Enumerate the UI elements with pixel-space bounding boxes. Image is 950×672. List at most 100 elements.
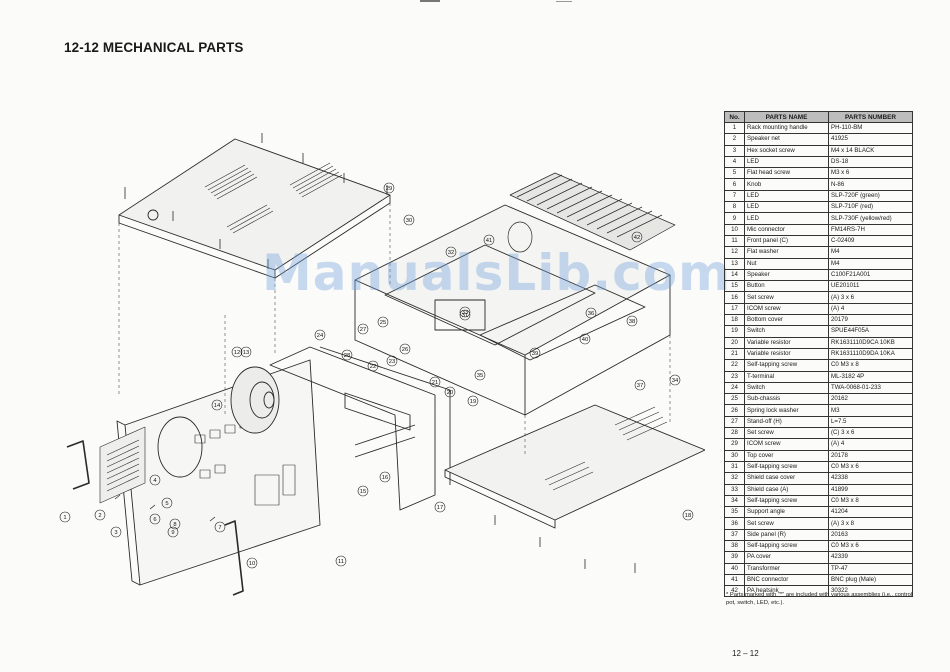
- part-name-cell: LED: [744, 201, 829, 214]
- callout-label: 21: [432, 380, 438, 386]
- part-number-cell: 19: [724, 325, 745, 338]
- column-header: PARTS NAME: [744, 111, 829, 123]
- callout-label: 41: [486, 238, 492, 244]
- part-number-cell: 23: [724, 370, 745, 383]
- part-number-cell: 13: [724, 257, 745, 270]
- part-number-cell: 31: [724, 460, 745, 474]
- callout-label: 28: [344, 353, 350, 359]
- callout-label: 4: [153, 478, 157, 484]
- part-name-cell: Speaker net: [744, 133, 829, 146]
- part-number-cell: 22: [724, 359, 745, 372]
- part-name-cell: ICOM screw: [744, 438, 829, 451]
- watermark: ManualsLib.com: [262, 244, 732, 302]
- callout-label: 39: [532, 351, 538, 357]
- part-code-cell: 20179: [828, 314, 913, 327]
- part-number-cell: 6: [724, 178, 745, 191]
- part-code-cell: BNC plug (Male): [828, 573, 913, 587]
- part-code-cell: 41899: [828, 483, 913, 496]
- callout-label: 42: [634, 235, 640, 241]
- part-code-cell: C100F21A001: [828, 268, 913, 282]
- part-name-cell: Nut: [744, 257, 829, 270]
- rack-handle-upper: [66, 440, 90, 490]
- part-name-cell: Set screw: [744, 427, 829, 440]
- part-name-cell: Shield case cover: [744, 472, 829, 485]
- part-code-cell: (A) 3 x 8: [828, 517, 913, 530]
- callout-label: 11: [338, 559, 344, 565]
- callout-label: 27: [360, 327, 366, 333]
- callout-bubbles: 1 2 3 4 5 6 7 8 9 10 11 12 13 14 15 16 1…: [59, 182, 694, 569]
- callout-label: 3: [114, 530, 117, 536]
- part-code-cell: SLP-730F (yellow/red): [828, 212, 913, 225]
- part-number-cell: 16: [724, 291, 745, 304]
- part-number-cell: 39: [724, 551, 745, 564]
- part-code-cell: 20163: [828, 528, 913, 541]
- part-number-cell: 28: [724, 427, 745, 440]
- callout-label: 19: [470, 399, 476, 405]
- part-number-cell: 41: [724, 573, 745, 587]
- callout-label: 34: [672, 378, 679, 384]
- part-number-cell: 37: [724, 528, 745, 541]
- callout-label: 5: [165, 501, 168, 507]
- part-number-cell: 29: [724, 438, 745, 451]
- part-name-cell: Flat head screw: [744, 167, 829, 180]
- column-header: PARTS NUMBER: [828, 111, 913, 123]
- part-number-cell: 35: [724, 506, 745, 519]
- part-name-cell: Spring lock washer: [744, 404, 829, 417]
- part-code-cell: 20162: [828, 393, 913, 406]
- part-number-cell: 30: [724, 449, 745, 462]
- speaker: [230, 366, 280, 434]
- part-name-cell: Self-tapping screw: [744, 359, 829, 372]
- part-number-cell: 40: [724, 562, 745, 575]
- callout-label: 1: [63, 515, 66, 521]
- part-name-cell: Stand-off (H): [744, 415, 829, 429]
- part-code-cell: 30322: [828, 585, 913, 598]
- callout-label: 32: [448, 250, 454, 256]
- part-number-cell: 32: [724, 472, 745, 485]
- callout-label: 37: [637, 383, 643, 389]
- part-number-cell: 12: [724, 246, 745, 259]
- part-code-cell: C0 M3 x 8: [828, 494, 913, 508]
- part-code-cell: C0 M3 x 6: [828, 460, 913, 474]
- part-name-cell: Mic connector: [744, 223, 829, 236]
- part-name-cell: Switch: [744, 381, 829, 395]
- part-number-cell: 33: [724, 483, 745, 496]
- callout-label: 9: [171, 530, 174, 536]
- callout-label: 15: [360, 489, 366, 495]
- part-number-cell: 25: [724, 393, 745, 406]
- screws: [114, 133, 636, 573]
- part-code-cell: C-02409: [828, 234, 913, 248]
- part-code-cell: M4: [828, 257, 913, 270]
- part-code-cell: ML-3182 4P: [828, 370, 913, 383]
- part-code-cell: M4: [828, 246, 913, 259]
- part-code-cell: (C) 3 x 6: [828, 427, 913, 440]
- bottom-cover: [444, 404, 705, 529]
- part-name-cell: LED: [744, 189, 829, 203]
- part-name-cell: Hex socket screw: [744, 144, 829, 157]
- scan-mark: [420, 0, 440, 2]
- part-code-cell: M4 x 14 BLACK: [828, 144, 913, 157]
- callout-label: 35: [477, 373, 483, 379]
- speaker-net: [99, 426, 146, 504]
- part-code-cell: RK1631110D9DA 10KA: [828, 347, 913, 361]
- part-name-cell: Flat washer: [744, 246, 829, 259]
- part-name-cell: Transformer: [744, 562, 829, 575]
- part-number-cell: 1: [724, 121, 745, 135]
- part-number-cell: 15: [724, 280, 745, 293]
